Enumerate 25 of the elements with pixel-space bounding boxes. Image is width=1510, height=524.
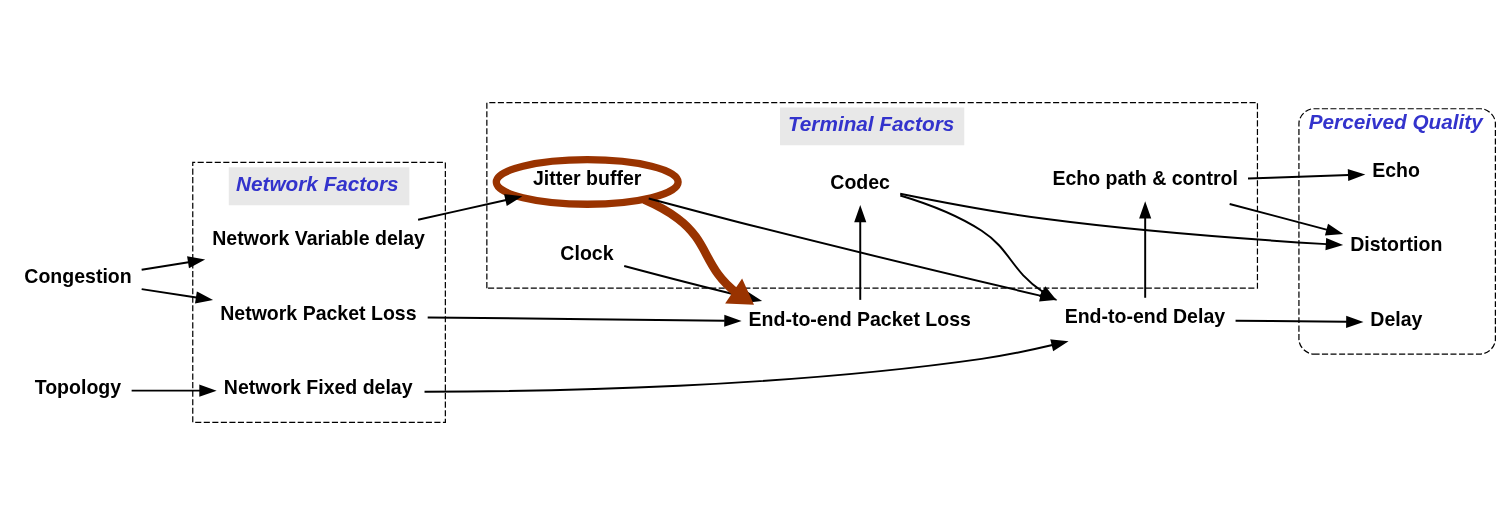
node-text: Echo path & control [1052, 166, 1238, 189]
arrow [130, 384, 217, 397]
arrow [140, 287, 214, 303]
node-text: End-to-end Delay [1064, 304, 1226, 327]
arrow [1247, 168, 1366, 181]
arrow [854, 204, 867, 301]
node-text: Delay [1370, 307, 1423, 330]
node-text: Distortion [1350, 232, 1443, 255]
arrow [140, 255, 206, 271]
arrow [1234, 315, 1364, 328]
node-text: Codec [830, 170, 890, 193]
arrow [1139, 200, 1152, 299]
arrow [423, 338, 1069, 393]
arrow [899, 192, 1344, 250]
node-text: End-to-end Packet Loss [748, 307, 971, 330]
node-text: Congestion [24, 264, 132, 287]
arrow [417, 193, 523, 221]
node-text: Echo [1372, 158, 1420, 181]
node-text: Topology [34, 375, 122, 398]
node-text: Network Packet Loss [220, 301, 417, 324]
node-text: Clock [560, 241, 614, 264]
node-text: Network Variable delay [212, 226, 425, 249]
arrow [426, 314, 742, 327]
node-text: Network Fixed delay [223, 375, 413, 398]
arrow [1228, 202, 1344, 235]
